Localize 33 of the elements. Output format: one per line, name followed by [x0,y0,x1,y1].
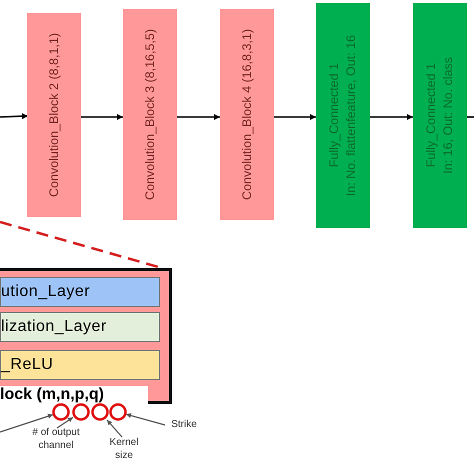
leader-arrow [56,416,74,428]
arrow [81,114,123,120]
layer-box: lization_Layer [0,312,160,342]
arrow [177,114,220,120]
highlight-circle [52,403,70,421]
fully-connected-block [413,3,467,228]
highlight-circle [91,403,109,421]
arrow [274,114,316,120]
annotation: Strike [166,418,202,432]
layer-box: _ReLU [0,350,160,380]
block-text: Fully_Connected 1 [424,63,439,168]
fully-connected-block [316,3,370,228]
convolution-block [27,13,81,217]
annotation: # of output channel [25,426,87,462]
highlight-circle [72,403,90,421]
leader-arrow [106,420,122,438]
block-label: lock (m,n,p,q) [0,386,148,407]
block-text: In: 16, Out: No. class [441,57,456,174]
layer-box: ution_Layer [0,277,160,307]
leader-arrow [0,414,54,433]
convolution-block [220,9,274,220]
block-text: Convolution_Block 3 (8,16,5,5) [142,29,158,200]
arrow [370,114,413,120]
convolution-block [123,9,177,220]
arrow [0,113,28,120]
block-detail-panel [0,268,172,404]
block-text: Convolution_Block 2 (8,8,1,1) [46,33,62,197]
leader-arrow [126,413,166,426]
block-text: Fully_Connected 1 [327,63,342,168]
highlight-circle [109,403,127,421]
annotation: Kernel size [102,436,146,462]
block-text: Convolution_Block 4 (16,8,3,1) [240,29,254,200]
block-text: In: No. flattenfeature, Out: 16 [344,34,359,196]
